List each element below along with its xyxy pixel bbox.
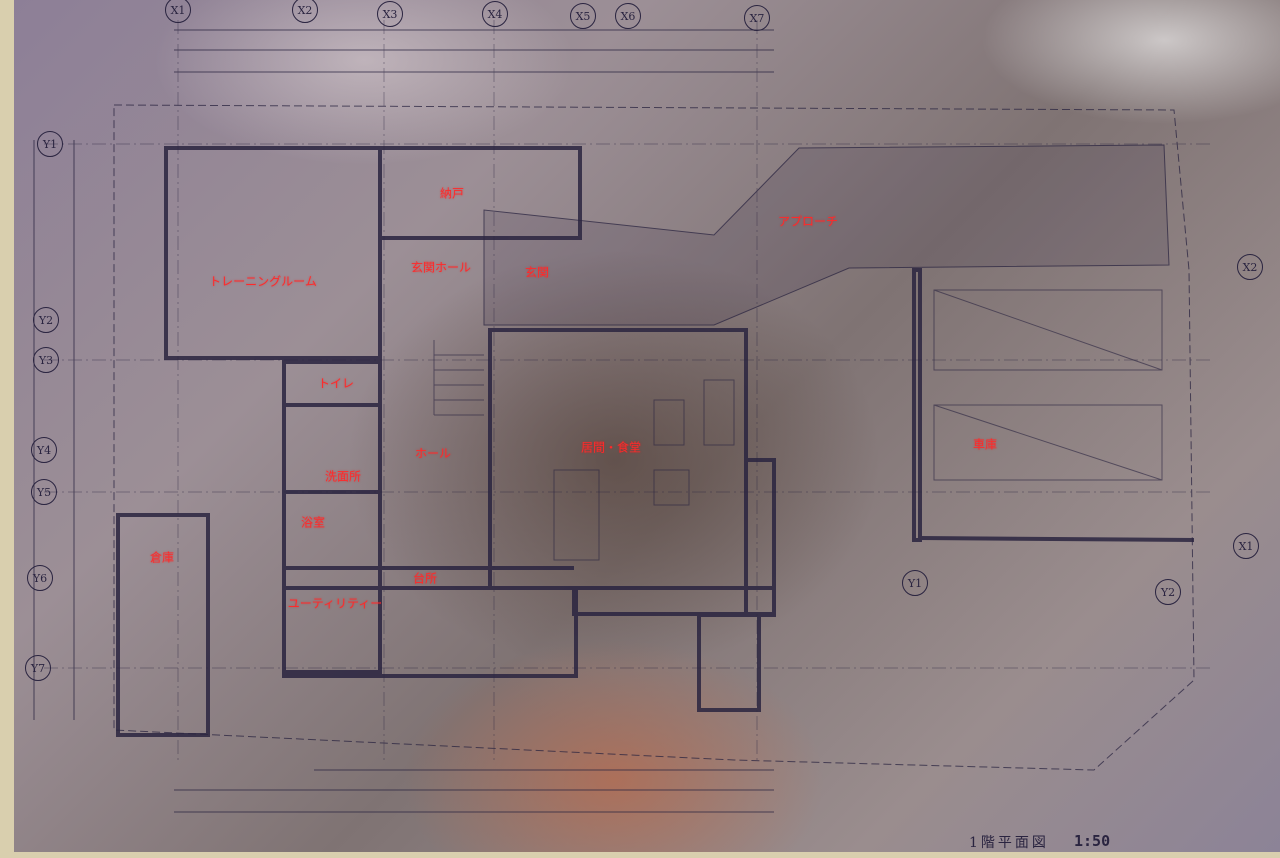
grid-bubble-right-y1: Y1 — [902, 570, 928, 596]
room-label-bathroom: 浴室 — [300, 515, 326, 530]
grid-bubble-right-y2: Y2 — [1155, 579, 1181, 605]
room-label-entrance: 玄関 — [524, 265, 550, 280]
grid-bubble-x3: X3 — [377, 1, 403, 27]
grid-bubble-x4: X4 — [482, 1, 508, 27]
room-label-storage-closet: 納戸 — [439, 186, 465, 201]
room-label-hall: ホール — [414, 446, 452, 461]
grid-bubble-right-x1: X1 — [1233, 533, 1259, 559]
room-label-warehouse: 倉庫 — [149, 550, 175, 565]
grid-bubble-x2: X2 — [292, 0, 318, 23]
grid-bubble-y7: Y7 — [25, 655, 51, 681]
room-label-utility: ユーティリティー — [287, 596, 383, 611]
room-label-entrance-hall: 玄関ホール — [410, 260, 472, 275]
room-label-approach: アプローチ — [777, 214, 839, 229]
grid-bubble-y5: Y5 — [31, 479, 57, 505]
room-label-toilet: トイレ — [317, 376, 355, 391]
blueprint-sheet: X1 X2 X3 X4 X5 X6 X7 Y1 Y2 Y3 Y4 Y5 Y6 Y… — [14, 0, 1280, 852]
room-label-living-dining: 居間・食堂 — [580, 440, 642, 455]
grid-bubble-y4: Y4 — [31, 437, 57, 463]
drawing-scale: 1:50 — [1074, 832, 1111, 850]
room-label-training-room: トレーニングルーム — [209, 274, 317, 289]
room-label-kitchen: 台所 — [412, 571, 438, 586]
grid-bubble-y1: Y1 — [37, 131, 63, 157]
grid-bubble-y3: Y3 — [33, 347, 59, 373]
grid-bubble-x5: X5 — [570, 3, 596, 29]
room-label-garage: 車庫 — [972, 437, 998, 452]
floor-plan-linework — [33, 20, 1214, 813]
grid-bubble-right-x2: X2 — [1237, 254, 1263, 280]
grid-bubble-y6: Y6 — [27, 565, 53, 591]
room-label-washroom: 洗面所 — [324, 469, 362, 484]
grid-bubble-x6: X6 — [615, 3, 641, 29]
grid-bubble-x7: X7 — [744, 5, 770, 31]
drawing-title: 1階平面図 — [969, 835, 1049, 851]
grid-bubble-x1: X1 — [165, 0, 191, 23]
grid-bubble-y2: Y2 — [33, 307, 59, 333]
